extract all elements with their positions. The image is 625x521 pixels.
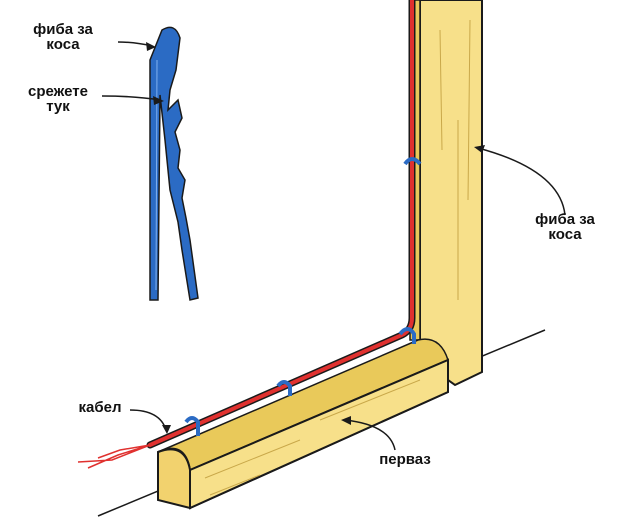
arrowheads (146, 42, 485, 434)
cable-clips (184, 157, 422, 436)
arrowhead-cut-here (153, 96, 164, 105)
leader-baseboard (344, 419, 396, 451)
label-cut-here-line2: тук (46, 98, 70, 115)
label-hairpin-right: фиба за коса (510, 212, 620, 242)
label-hairpin-top-line1: фиба за (33, 21, 93, 38)
door-frame-grain (439, 19, 471, 300)
cable-clip-2 (276, 380, 292, 396)
arrowhead-baseboard (341, 416, 351, 425)
cable-clip-3 (398, 327, 416, 344)
hairpin-outline (149, 26, 199, 301)
cable-end-wires (77, 444, 151, 469)
label-cut-here: срежете тук (10, 84, 106, 114)
label-cable: кабел (60, 400, 140, 415)
baseboard-end (157, 448, 191, 510)
leader-hairpin-right (477, 147, 566, 216)
arrowhead-hairpin-right (474, 145, 485, 153)
arrowhead-cable (162, 425, 171, 434)
label-baseboard-text: перваз (379, 451, 431, 468)
label-cable-text: кабел (78, 399, 122, 416)
label-hairpin-top: фиба за коса (8, 22, 118, 52)
label-hairpin-right-line1: фиба за (535, 211, 595, 228)
arrowhead-hairpin-top (146, 42, 156, 51)
label-hairpin-right-line2: коса (548, 226, 582, 243)
label-cut-here-line1: срежете (28, 83, 88, 100)
door-frame-front (419, 0, 483, 387)
baseboard (157, 338, 449, 510)
cable-clip-1 (184, 416, 200, 436)
cable-clip-4 (403, 157, 422, 166)
label-hairpin-top-line2: коса (46, 36, 80, 53)
label-baseboard: перваз (360, 452, 450, 467)
door-frame (409, 0, 483, 387)
leaders (101, 41, 566, 451)
baseboard-grain (204, 379, 421, 496)
hairpin (149, 26, 199, 301)
